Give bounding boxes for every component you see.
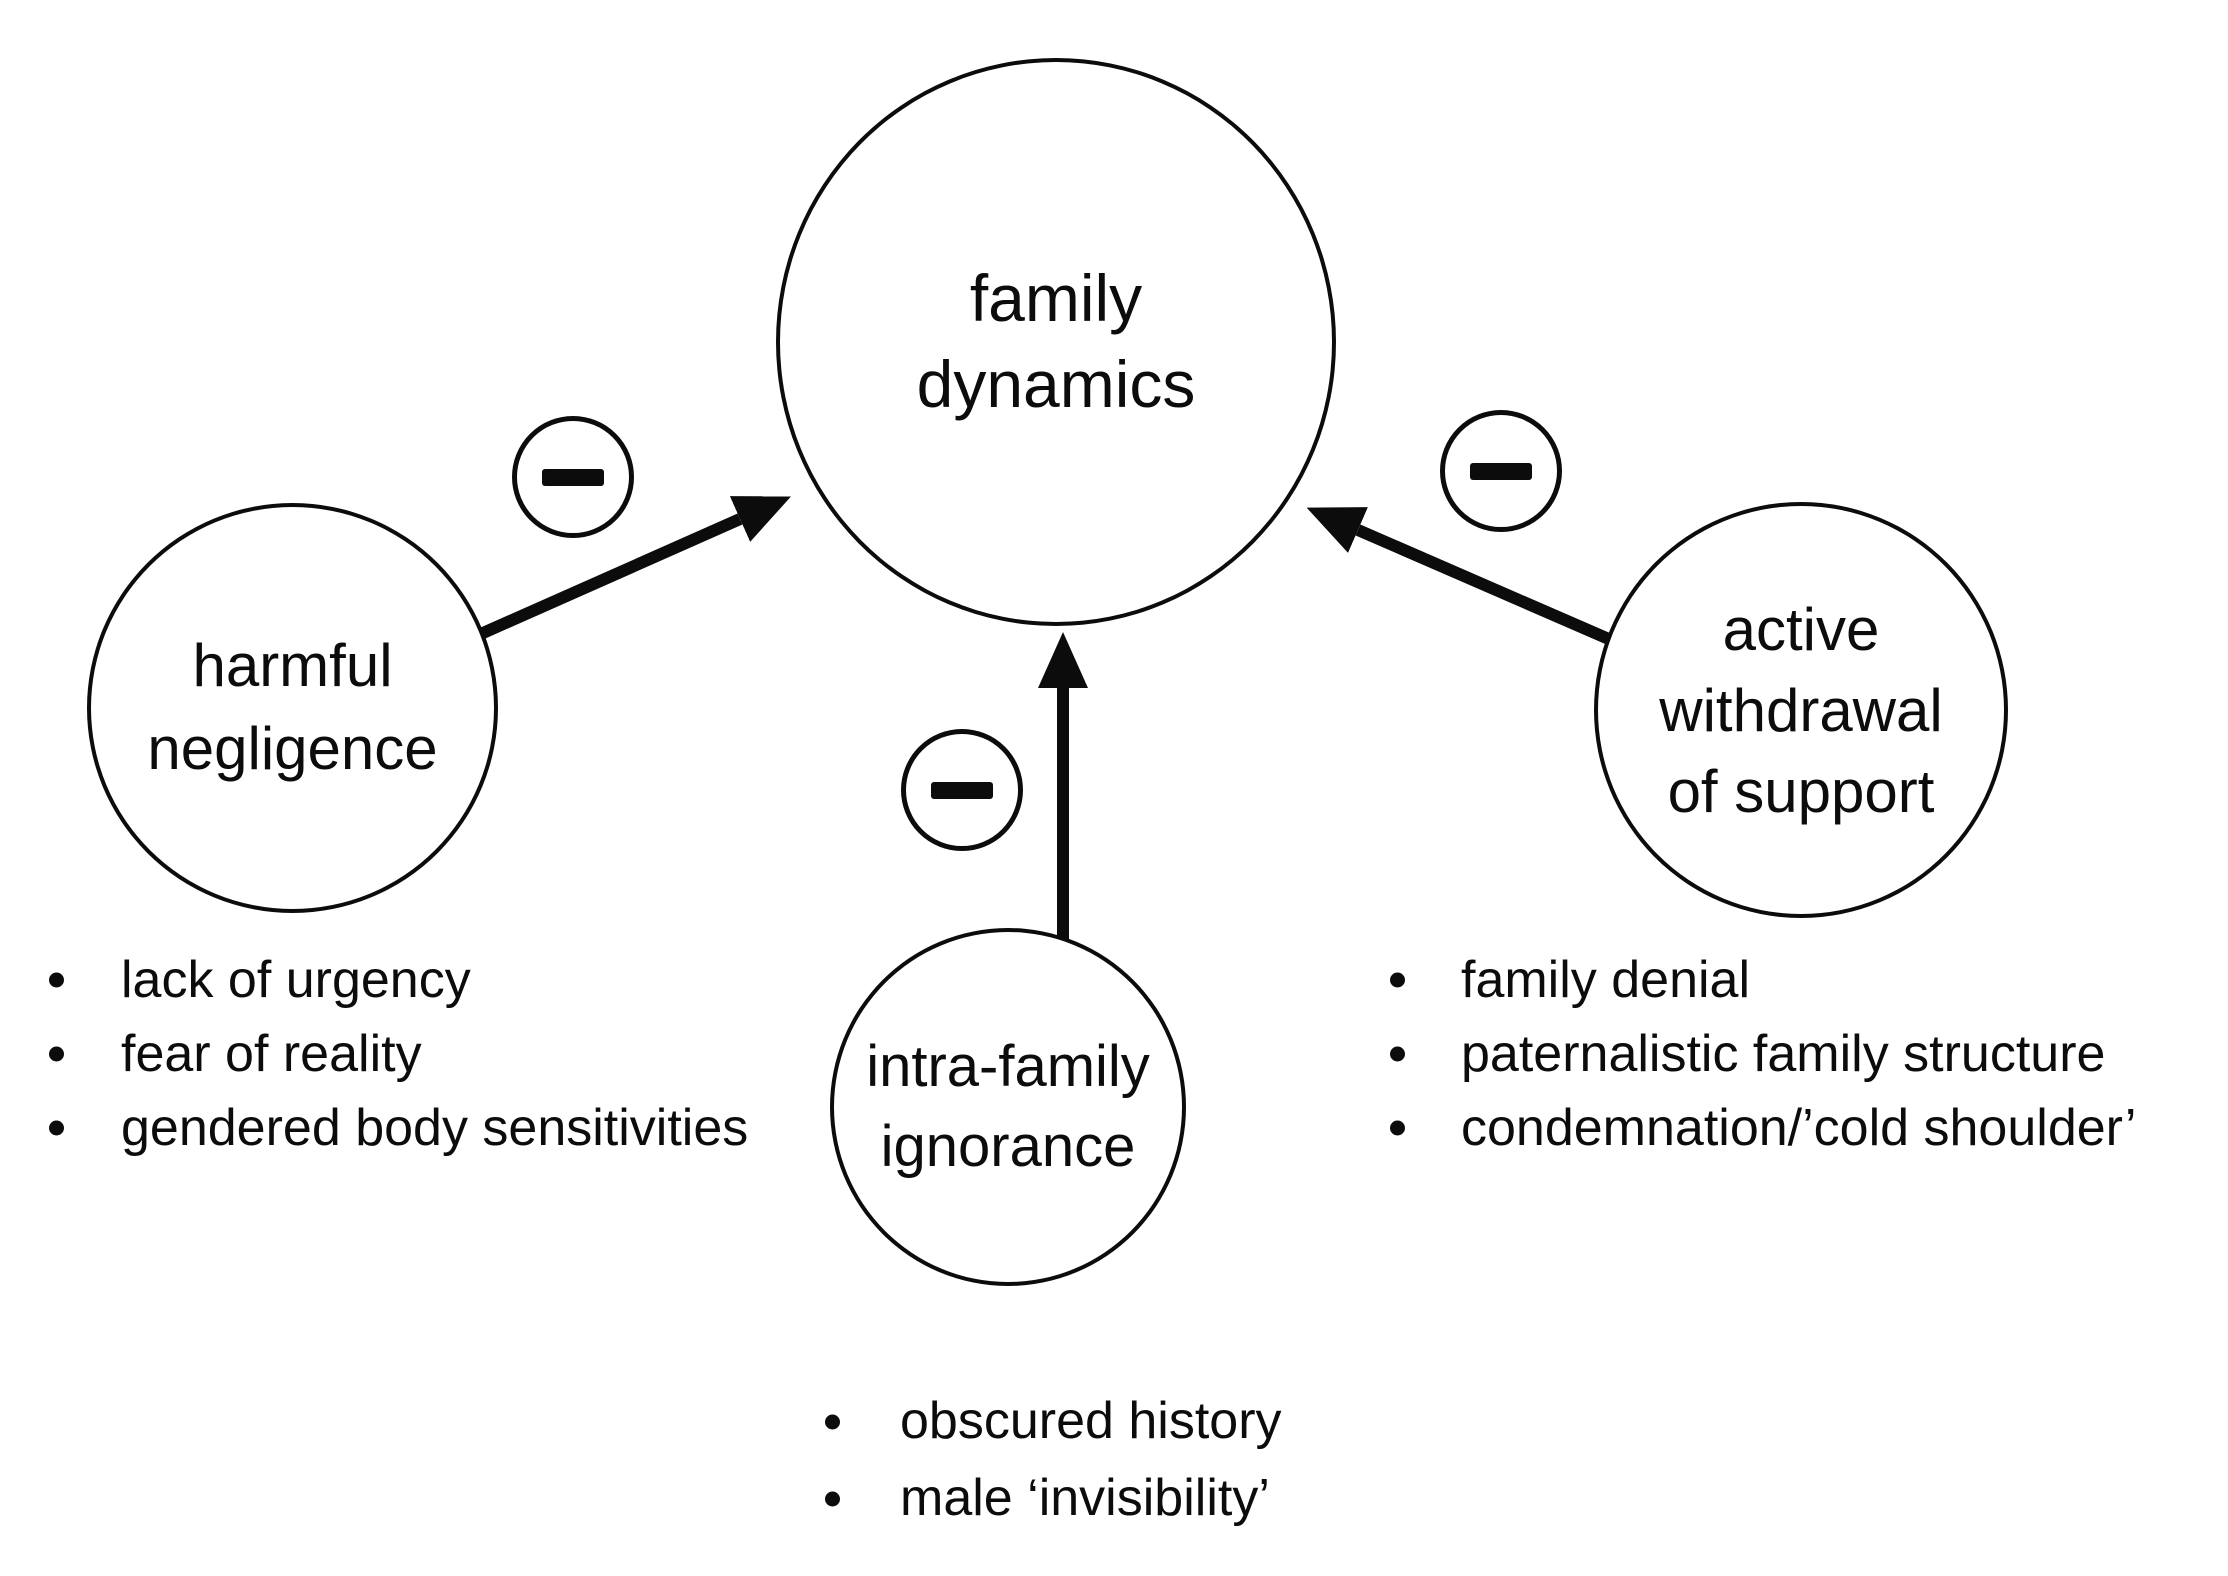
minus-badge-active-edge [1440, 410, 1562, 532]
node-intra-family-ignorance-label: intra-family ignorance [866, 1033, 1150, 1179]
list-item: obscured history [825, 1383, 1282, 1460]
node-active-withdrawal-label: active withdrawal of support [1659, 595, 1943, 825]
node-family-dynamics-label: family dynamics [916, 261, 1196, 421]
list-item: family denial [1390, 943, 2136, 1017]
list-item: gendered body sensitivities [49, 1091, 748, 1165]
minus-icon [931, 781, 993, 799]
minus-icon [1470, 462, 1532, 480]
node-intra-family-ignorance: intra-family ignorance [830, 928, 1186, 1286]
arrow-harmful-to-family [480, 496, 792, 639]
minus-icon [542, 468, 604, 486]
node-active-withdrawal: active withdrawal of support [1594, 502, 2008, 918]
node-harmful-negligence-label: harmful negligence [147, 632, 438, 782]
node-harmful-negligence: harmful negligence [87, 503, 498, 913]
minus-badge-intra-edge [901, 729, 1023, 851]
node-family-dynamics: family dynamics [776, 58, 1336, 626]
list-item: paternalistic family structure [1390, 1017, 2136, 1091]
list-item: lack of urgency [49, 943, 748, 1017]
list-item: fear of reality [49, 1017, 748, 1091]
list-item: condemnation/’cold shoulder’ [1390, 1091, 2136, 1165]
minus-badge-harmful-edge [512, 416, 634, 538]
arrow-active-to-family [1306, 507, 1614, 646]
list-item: male ‘invisibility’ [825, 1460, 1282, 1537]
